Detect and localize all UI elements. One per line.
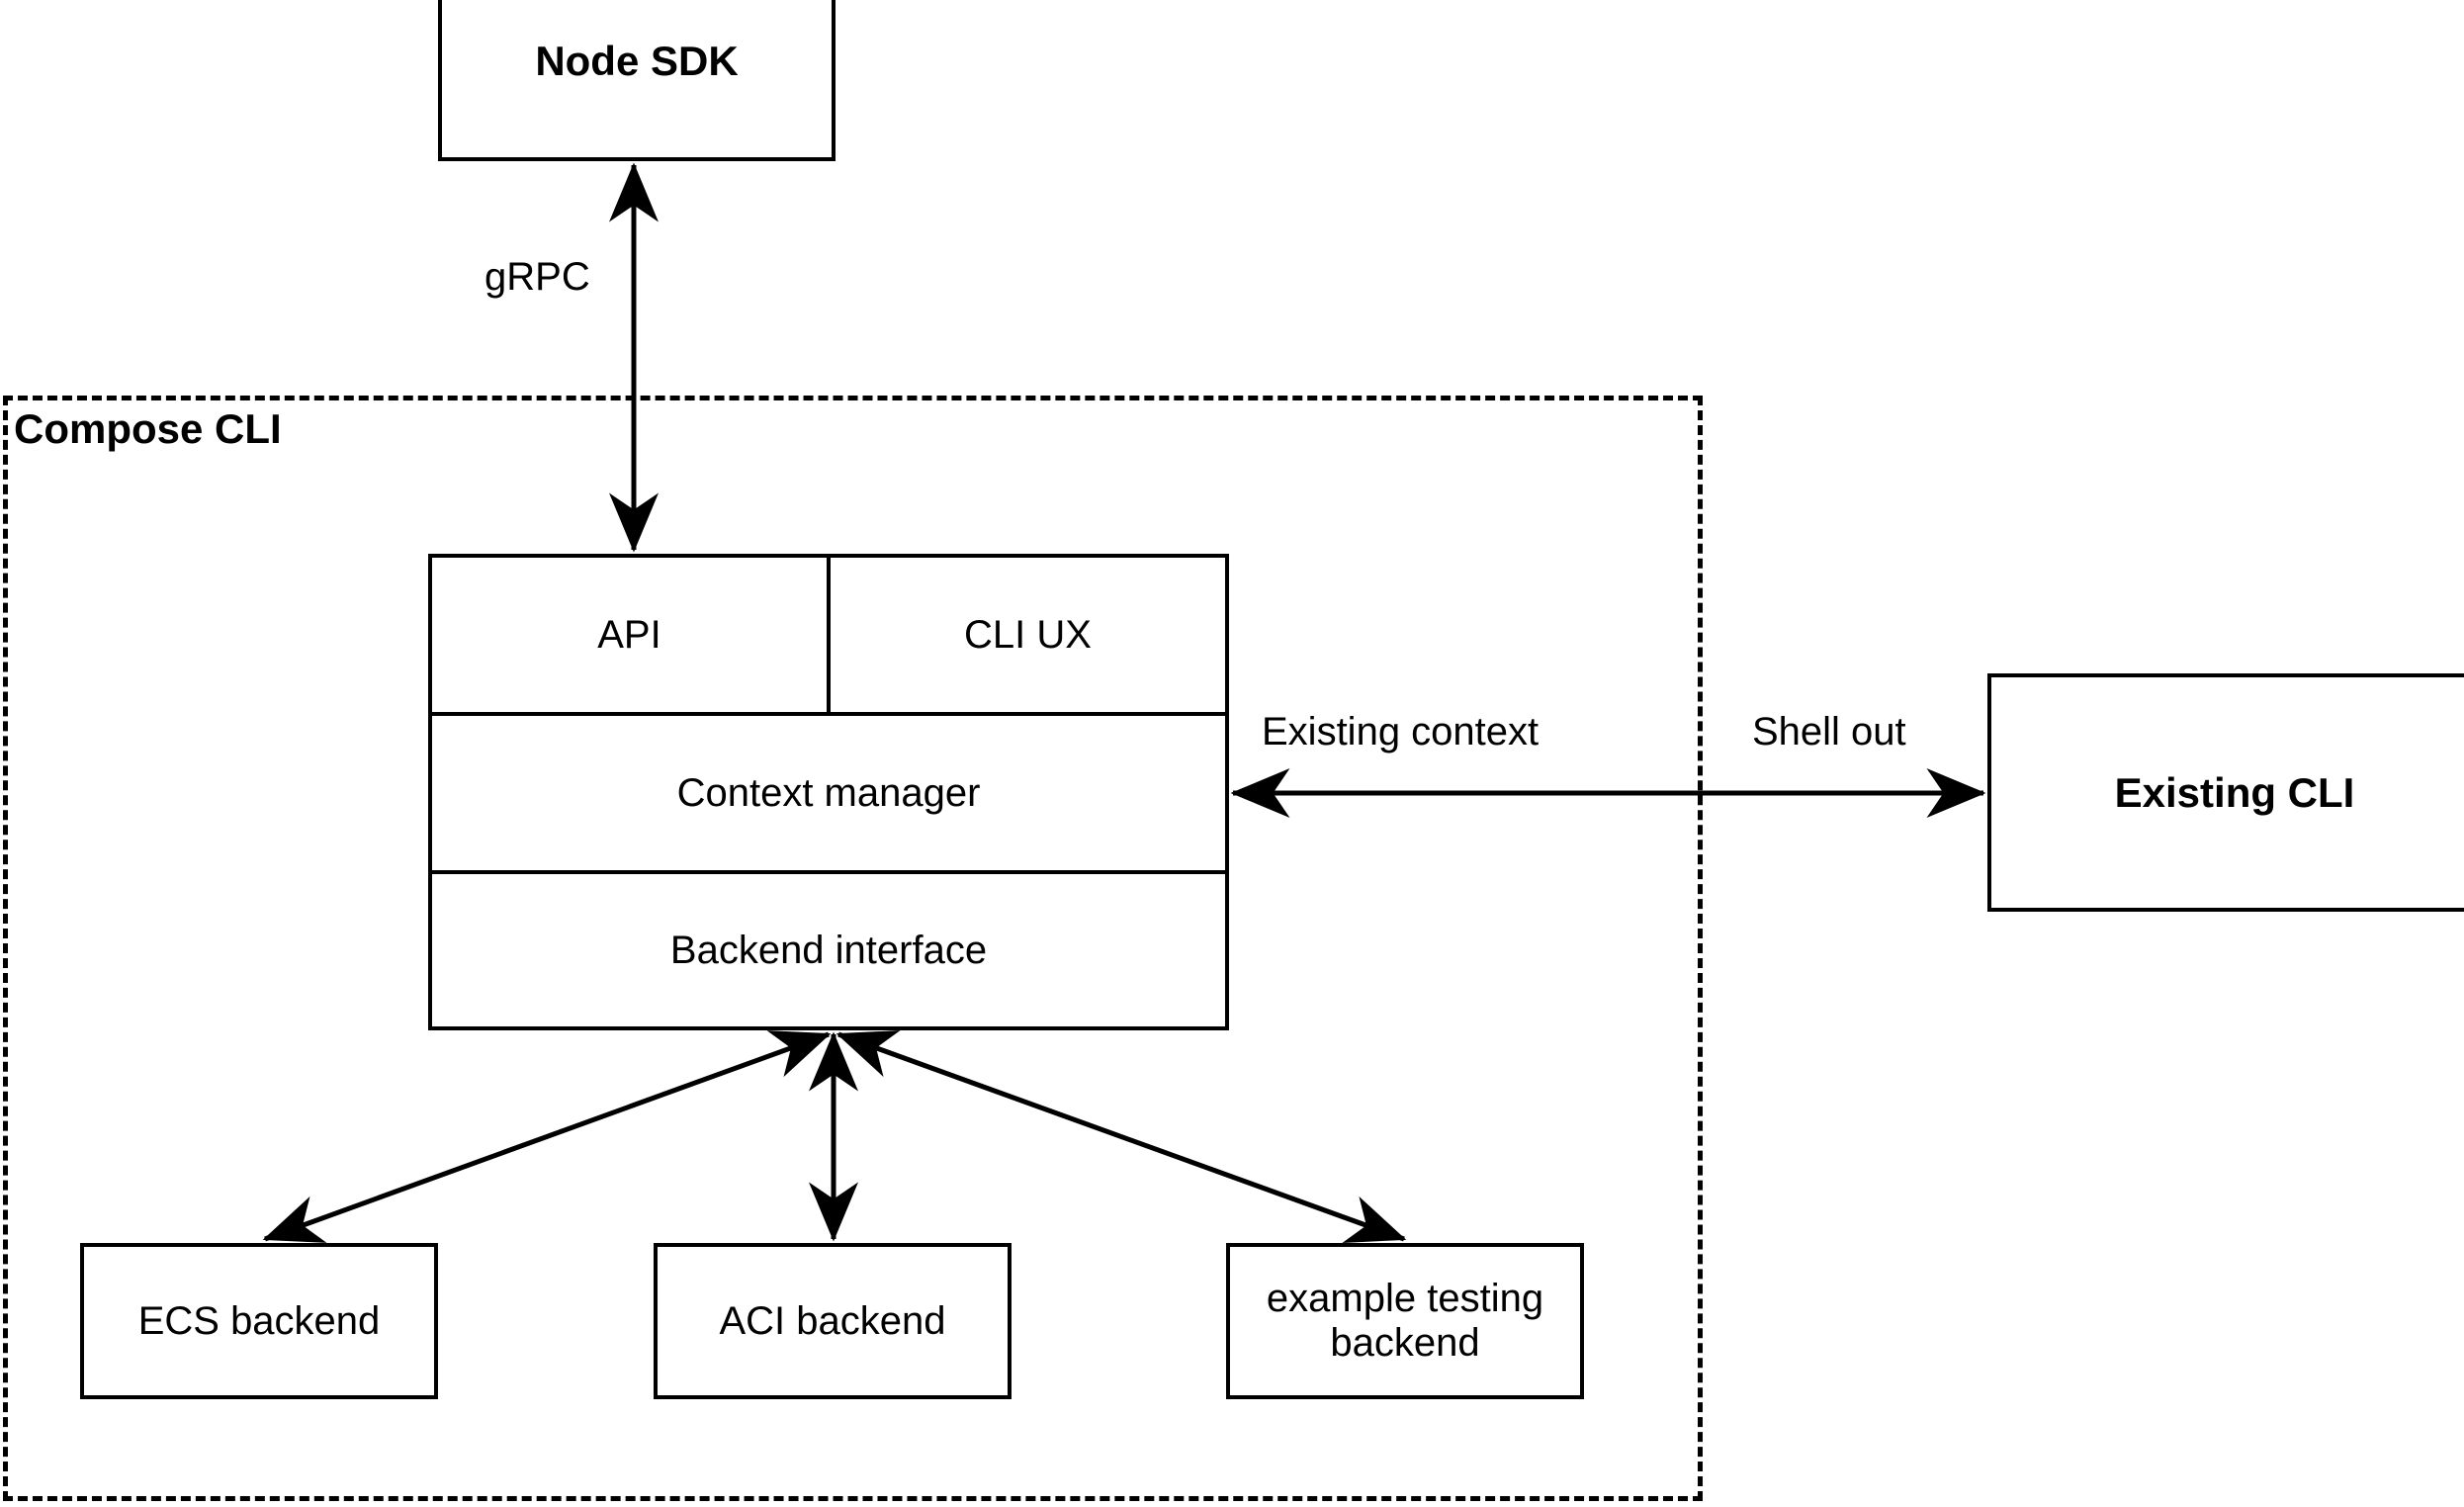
stack-cell-cli-ux[interactable]: CLI UX xyxy=(831,558,1225,712)
edge-label-grpc: gRPC xyxy=(484,255,590,299)
node-aci-backend[interactable]: ACI backend xyxy=(654,1243,1012,1399)
stack-row-context-manager: Context manager xyxy=(432,716,1225,874)
node-node-sdk[interactable]: Node SDK xyxy=(438,0,836,161)
stack-row-api-cliux: API CLI UX xyxy=(432,558,1225,716)
stack-cell-backend-interface[interactable]: Backend interface xyxy=(432,874,1225,1026)
stack-row-backend-interface: Backend interface xyxy=(432,874,1225,1026)
node-example-testing-backend-label: example testing backend xyxy=(1266,1277,1544,1365)
group-compose-cli xyxy=(3,396,1703,1501)
node-existing-cli-label: Existing CLI xyxy=(2114,768,2355,816)
edge-backend-to-ecs xyxy=(262,1030,832,1243)
node-node-sdk-label: Node SDK xyxy=(535,37,739,84)
stack-cell-api-label: API xyxy=(597,612,661,657)
node-example-testing-backend[interactable]: example testing backend xyxy=(1226,1243,1584,1399)
stack-cell-backend-interface-label: Backend interface xyxy=(669,928,988,972)
edge-label-shell-out: Shell out xyxy=(1752,710,1906,754)
stack-cell-context-manager-label: Context manager xyxy=(676,770,981,815)
node-existing-cli[interactable]: Existing CLI xyxy=(1987,673,2464,912)
node-ecs-backend-label: ECS backend xyxy=(137,1298,381,1343)
node-compose-cli-stack: API CLI UX Context manager Backend inter… xyxy=(428,554,1229,1030)
group-compose-cli-label: Compose CLI xyxy=(14,405,282,452)
stack-cell-context-manager[interactable]: Context manager xyxy=(432,716,1225,870)
node-aci-backend-label: ACI backend xyxy=(719,1298,946,1343)
stack-cell-cli-ux-label: CLI UX xyxy=(964,612,1092,657)
node-ecs-backend[interactable]: ECS backend xyxy=(80,1243,438,1399)
edge-backend-to-example-testing xyxy=(836,1030,1407,1243)
edge-label-existing-context: Existing context xyxy=(1262,710,1540,754)
stack-cell-api[interactable]: API xyxy=(432,558,831,712)
